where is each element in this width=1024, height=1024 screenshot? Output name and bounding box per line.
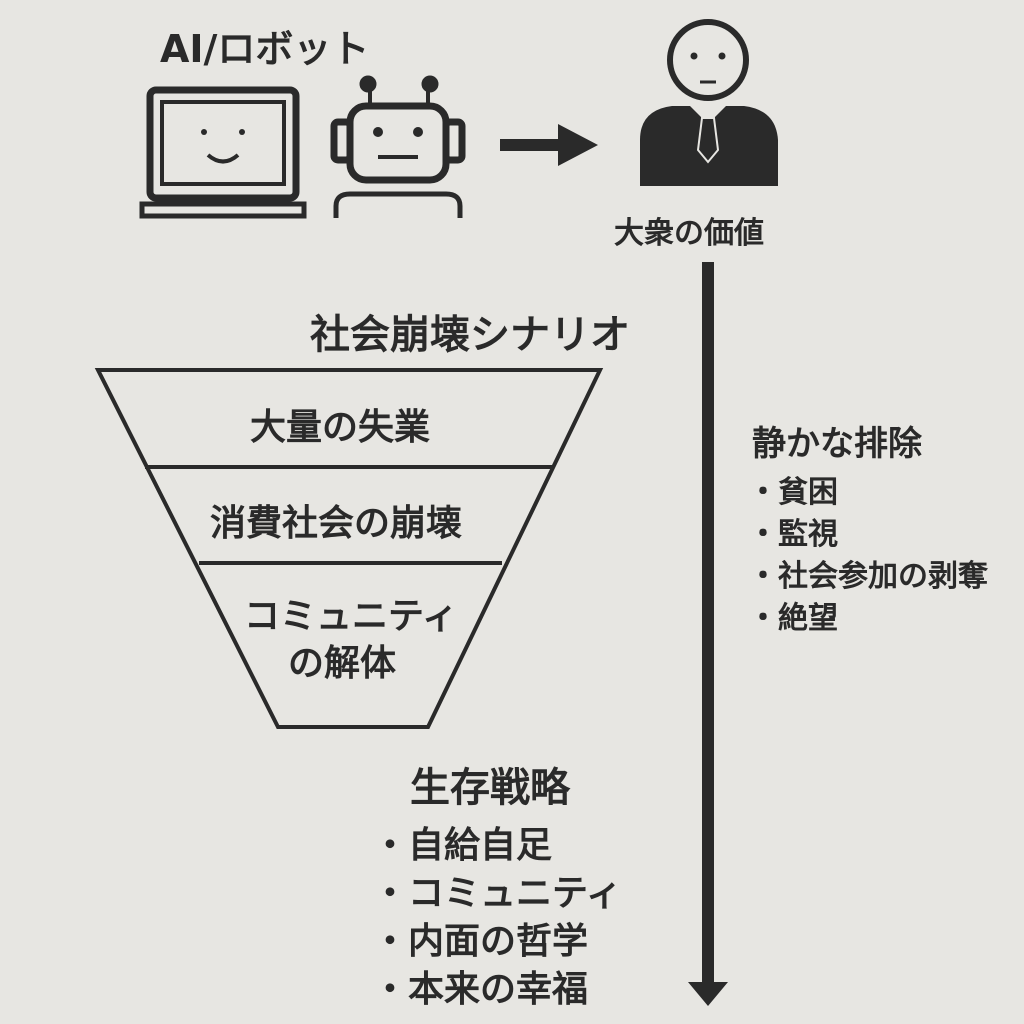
exclusion-item: ・貧困 <box>748 475 838 510</box>
strategy-list: ・自給自足 ・コミュニティ ・内面の哲学 ・本来の幸福 <box>372 822 622 1014</box>
funnel-level-3b: の解体 <box>288 643 397 684</box>
mass-value-label: 大衆の価値 <box>614 216 764 251</box>
exclusion-item: ・絶望 <box>748 601 838 636</box>
laptop-icon <box>139 86 307 219</box>
person-icon <box>640 19 778 186</box>
strategy-item: ・自給自足 <box>372 825 553 866</box>
ai-robot-label: AI/ロボット <box>160 27 370 71</box>
exclusion-item: ・社会参加の剥奪 <box>748 559 988 594</box>
scenario-title: 社会崩壊シナリオ <box>310 312 630 358</box>
funnel <box>94 368 604 729</box>
funnel-level-1: 大量の失業 <box>250 407 431 448</box>
exclusion-item: ・監視 <box>748 517 838 552</box>
robot-icon <box>330 75 466 218</box>
strategy-item: ・内面の哲学 <box>372 921 589 962</box>
funnel-level-2: 消費社会の崩壊 <box>210 503 463 544</box>
strategy-item: ・コミュニティ <box>372 873 622 914</box>
right-arrow-icon <box>500 124 598 166</box>
vertical-arrow <box>688 262 728 1006</box>
funnel-level-3: コミュニティ <box>244 596 458 637</box>
strategy-title: 生存戦略 <box>410 765 570 811</box>
strategy-item: ・本来の幸福 <box>372 969 589 1010</box>
exclusion-title: 静かな排除 <box>752 424 922 464</box>
exclusion-list: ・貧困 ・監視 ・社会参加の剥奪 ・絶望 <box>748 472 988 640</box>
